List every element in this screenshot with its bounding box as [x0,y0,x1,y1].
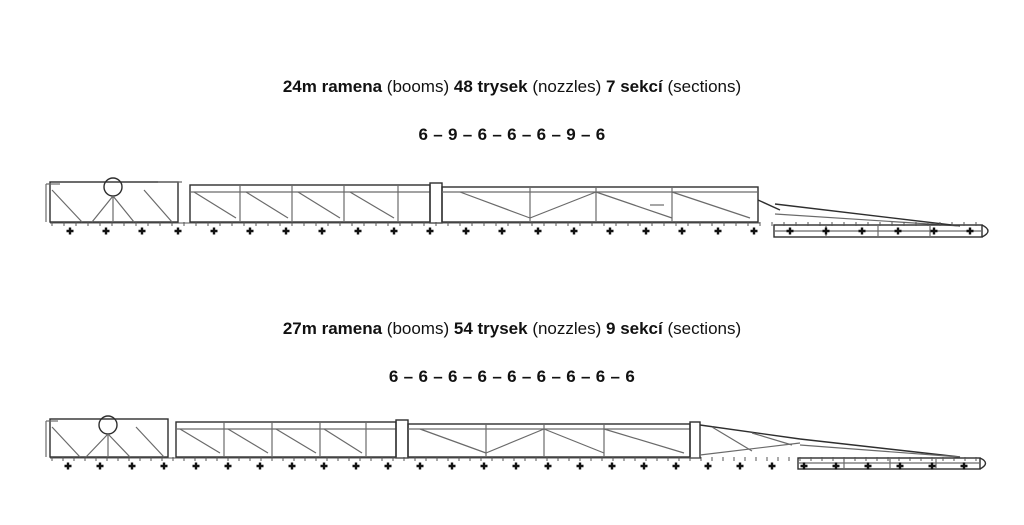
nozzle-icon [930,227,938,235]
boom-24m-title: 24m ramena (booms) 48 trysek (nozzles) 7… [0,77,1024,97]
nozzle-icon [352,462,360,470]
nozzle-icon [138,227,146,235]
section-count-en: (sections) [662,319,742,338]
section-count-en: (sections) [662,77,742,96]
nozzle-icon [960,462,968,470]
nozzle-count-label: 48 trysek [453,77,528,96]
nozzle-icon [224,462,232,470]
nozzle-icon [354,227,362,235]
section-count-label: 7 sekcí [606,77,663,96]
boom-width-label: 27m ramena [282,319,383,338]
nozzle-icon [498,227,506,235]
nozzle-icon [160,462,168,470]
nozzle-icon [608,462,616,470]
nozzle-icon [768,462,776,470]
nozzle-count-en: (nozzles) [527,77,607,96]
nozzle-icon [210,227,218,235]
nozzle-icon [570,227,578,235]
nozzle-icon [288,462,296,470]
nozzle-icon [864,462,872,470]
nozzle-row [51,222,977,235]
nozzle-icon [320,462,328,470]
nozzle-icon [246,227,254,235]
boom-24m-section-sequence: 6 – 9 – 6 – 6 – 6 – 9 – 6 [418,125,606,144]
nozzle-icon [928,462,936,470]
nozzle-icon [896,462,904,470]
nozzle-icon [678,227,686,235]
nozzle-icon [736,462,744,470]
nozzle-icon [544,462,552,470]
nozzle-icon [174,227,182,235]
nozzle-icon [96,462,104,470]
nozzle-icon [256,462,264,470]
nozzle-icon [800,462,808,470]
boom-24m-drawing [45,177,989,238]
nozzle-icon [894,227,902,235]
nozzle-icon [704,462,712,470]
nozzle-icon [642,227,650,235]
nozzle-icon [462,227,470,235]
nozzle-icon [640,462,648,470]
section-count-label: 9 sekcí [606,319,663,338]
nozzle-icon [606,227,614,235]
nozzle-icon [128,462,136,470]
boom-width-en: (booms) [382,77,454,96]
nozzle-icon [390,227,398,235]
nozzle-row [51,457,977,470]
nozzle-icon [512,462,520,470]
boom-27m-section-sequence: 6 – 6 – 6 – 6 – 6 – 6 – 6 – 6 – 6 [388,367,636,386]
boom-frame [45,415,987,470]
nozzle-count-label: 54 trysek [453,319,528,338]
nozzle-icon [416,462,424,470]
nozzle-icon [822,227,830,235]
nozzle-icon [102,227,110,235]
boom-frame [45,177,989,238]
nozzle-icon [64,462,72,470]
nozzle-icon [786,227,794,235]
nozzle-icon [66,227,74,235]
nozzle-icon [318,227,326,235]
boom-27m-title: 27m ramena (booms) 54 trysek (nozzles) 9… [0,319,1024,339]
nozzle-icon [966,227,974,235]
nozzle-icon [672,462,680,470]
boom-width-en: (booms) [382,319,454,338]
nozzle-icon [534,227,542,235]
nozzle-icon [426,227,434,235]
nozzle-icon [858,227,866,235]
nozzle-icon [192,462,200,470]
nozzle-icon [832,462,840,470]
nozzle-icon [576,462,584,470]
nozzle-icon [750,227,758,235]
nozzle-count-en: (nozzles) [527,319,607,338]
nozzle-icon [714,227,722,235]
nozzle-icon [448,462,456,470]
nozzle-icon [480,462,488,470]
nozzle-icon [282,227,290,235]
boom-width-label: 24m ramena [282,77,383,96]
boom-27m-drawing [45,415,987,470]
nozzle-icon [384,462,392,470]
